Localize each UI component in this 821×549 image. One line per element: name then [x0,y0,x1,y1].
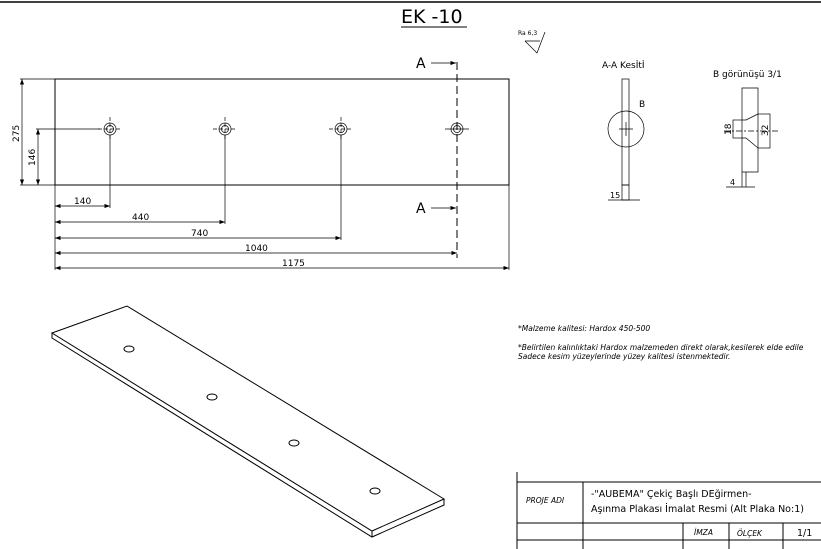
svg-text:140: 140 [74,197,91,207]
svg-text:146: 146 [28,149,38,166]
svg-text:275: 275 [12,125,22,142]
svg-text:440: 440 [132,213,149,223]
title-text: EK -10 [401,6,463,28]
svg-text:18: 18 [724,123,734,135]
hole [206,393,218,401]
detail-circle [607,110,645,148]
svg-text:*Malzeme kalitesi: Hardox 450-: *Malzeme kalitesi: Hardox 450-500 [518,324,650,333]
section-marker-bottom: A [416,201,426,217]
svg-text:1040: 1040 [245,244,268,254]
detail-view: B görünüşü 3/1 4 18 32 [713,70,782,188]
svg-text:ÖLÇEK: ÖLÇEK [737,529,763,538]
section-marker-top: A [416,56,426,72]
title-block: PROJE ADI -"AUBEMA" Çekiç Başlı DEğirmen… [516,472,821,549]
isometric-view [50,305,446,538]
svg-text:15: 15 [610,191,620,200]
svg-text:B: B [639,100,645,110]
svg-text:1175: 1175 [282,259,305,269]
surface-finish-symbol: Ra 6,3 [518,30,546,54]
svg-text:32: 32 [761,125,771,136]
svg-text:Sadece kesim yüzeylerinde yüze: Sadece kesim yüzeylerinde yüzey kalitesi… [518,352,730,361]
section-title: A-A Kesİtİ [602,60,645,71]
svg-text:4: 4 [730,178,735,187]
notes: *Malzeme kalitesi: Hardox 450-500 *Belir… [518,324,804,361]
hole [288,439,300,447]
svg-text:740: 740 [191,229,208,239]
section-view: A-A Kesİtİ B 15 [602,60,645,201]
svg-text:PROJE ADI: PROJE ADI [526,496,565,505]
plate-outline [54,78,510,186]
svg-text:-"AUBEMA" Çekiç Başlı DEğirmen: -"AUBEMA" Çekiç Başlı DEğirmen- [591,489,752,500]
detail-title: B görünüşü 3/1 [713,70,782,80]
plan-view: 275 146 A A 140 440 740 1040 1175 [12,56,510,271]
svg-text:*Belirtilen kalınlıktaki Hardo: *Belirtilen kalınlıktaki Hardox malzemed… [518,343,804,352]
svg-text:Ra 6,3: Ra 6,3 [518,30,537,37]
hole [369,487,381,495]
svg-text:1/1: 1/1 [797,528,812,539]
drawing-title: EK -10 [401,6,467,28]
hole [123,345,135,353]
svg-text:İMZA: İMZA [694,528,713,537]
svg-text:Aşınma Plakası İmalat Resmi (A: Aşınma Plakası İmalat Resmi (Alt Plaka N… [591,504,804,515]
